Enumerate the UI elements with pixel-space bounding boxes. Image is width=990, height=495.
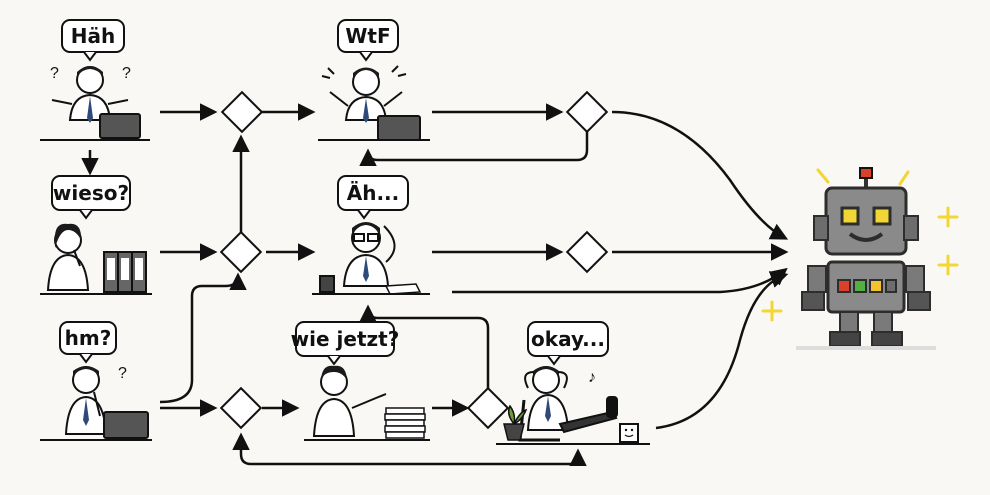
music-note-icon: ♪ (588, 369, 596, 386)
speech-text: wieso? (53, 181, 129, 205)
decision-diamond-3 (219, 386, 263, 430)
robot-eye (872, 206, 892, 226)
person-pondering-laptop: hm? ? (40, 321, 152, 441)
arrow-p4-robot (452, 267, 788, 294)
speech-bubble (295, 321, 395, 357)
laptop-icon (377, 115, 421, 141)
arrow-d4-back-p2 (359, 130, 589, 167)
person-scratching-head: Äh... (312, 175, 430, 295)
decision-diamond-6 (466, 386, 510, 430)
person-shrug-papers: wie jetzt? (291, 321, 430, 441)
speech-bubble (337, 175, 409, 211)
speech-text: okay... (531, 327, 605, 351)
robot-icon (761, 167, 959, 350)
smiley-mug-icon (619, 423, 639, 443)
sparkle-icons (761, 168, 959, 322)
speech-text: Äh... (347, 181, 400, 205)
speech-text: Häh (71, 24, 115, 48)
person-thinking-binders: wieso? (40, 175, 152, 295)
glasses-icon (353, 233, 365, 242)
decision-nodes (219, 90, 609, 430)
decision-diamond-1 (220, 90, 264, 134)
arrow-d6-p4 (359, 304, 490, 388)
coffee-mug-icon (319, 275, 335, 293)
person-confused-laptop: Häh ? ? (40, 19, 150, 141)
decision-diamond-4 (565, 90, 609, 134)
speech-bubble (527, 321, 609, 357)
binder-icon (103, 251, 147, 293)
question-mark-icon: ? (50, 65, 59, 82)
speech-text: WtF (345, 24, 390, 48)
speech-text: wie jetzt? (291, 327, 400, 351)
plant-icon (503, 404, 528, 441)
decision-diamond-5 (565, 230, 609, 274)
arrow-d4-robot (611, 110, 789, 240)
person-angry-laptop: WtF (318, 19, 430, 141)
decision-diamond-2 (219, 230, 263, 274)
robot-eye (840, 206, 860, 226)
laptop-icon (99, 113, 141, 139)
question-mark-icon: ? (118, 365, 127, 382)
paper-icon (384, 283, 422, 295)
paper-stack-icon (384, 407, 426, 439)
speech-text: hm? (65, 326, 112, 350)
arrow-loop-p7 (239, 436, 587, 467)
question-mark-icon: ? (122, 65, 131, 82)
robot-head (824, 186, 908, 256)
antenna-led (859, 167, 873, 179)
laptop-icon (103, 411, 149, 439)
arrow-p7-robot (655, 271, 789, 430)
arrow-p5-d2 (159, 272, 247, 404)
connectors (81, 103, 789, 467)
person-relaxed-feet-up: okay... ♪ (496, 321, 650, 445)
